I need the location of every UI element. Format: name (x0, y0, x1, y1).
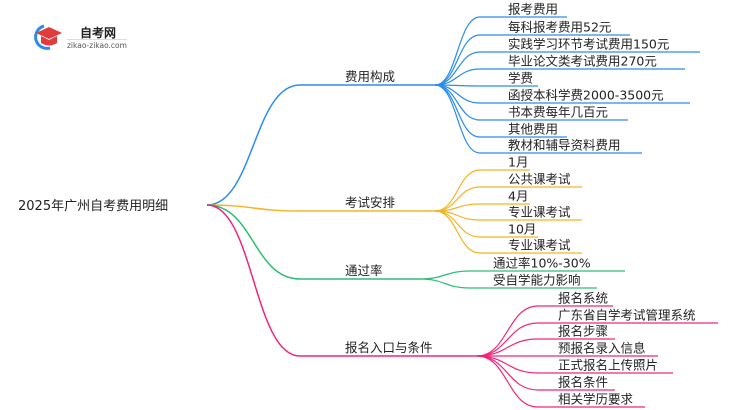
leaf-node[interactable]: 1月 (508, 155, 528, 170)
leaf-node[interactable]: 教材和辅导资料费用 (508, 138, 621, 153)
leaf-node[interactable]: 专业课考试 (508, 205, 571, 220)
connector (419, 278, 471, 289)
branch-node[interactable]: 通过率 (345, 263, 383, 278)
leaf-node[interactable]: 公共课考试 (508, 172, 571, 187)
branch-node[interactable]: 考试安排 (345, 195, 396, 210)
connector (434, 84, 481, 138)
leaf-node[interactable]: 函授本科学费2000-3500元 (508, 88, 664, 103)
leaf-node[interactable]: 实践学习环节考试费用150元 (508, 37, 669, 52)
connector (419, 270, 471, 280)
leaf-node[interactable]: 通过率10%-30% (493, 256, 591, 271)
connector (476, 305, 539, 357)
leaf-node[interactable]: 学费 (508, 71, 533, 86)
leaf-node[interactable]: 每科报考费用52元 (508, 20, 611, 35)
leaf-node[interactable]: 报名系统 (558, 291, 608, 306)
leaf-node[interactable]: 正式报名上传照片 (558, 358, 658, 373)
connector (206, 204, 301, 280)
connector (206, 84, 301, 206)
graduation-cap-icon (34, 24, 62, 50)
leaf-node[interactable]: 4月 (508, 189, 528, 204)
branch-node[interactable]: 费用构成 (345, 69, 395, 84)
connector (476, 355, 539, 408)
connector (434, 16, 481, 86)
leaf-node[interactable]: 毕业论文类考试费用270元 (508, 54, 657, 69)
connector (206, 204, 301, 212)
logo-title: 自考网 (80, 26, 117, 40)
leaf-node[interactable]: 10月 (508, 222, 536, 237)
leaf-node[interactable]: 广东省自学考试管理系统 (558, 308, 696, 323)
connector (476, 355, 539, 374)
connector (434, 84, 481, 154)
logo-url: zikao-zikao.com (67, 39, 127, 50)
leaf-node[interactable]: 受自学能力影响 (493, 273, 581, 288)
root-node[interactable]: 2025年广州自考费用明细 (18, 199, 168, 214)
leaf-node[interactable]: 报名条件 (558, 375, 608, 390)
connector (434, 210, 481, 254)
leaf-node[interactable]: 专业课考试 (508, 238, 571, 253)
branch-node[interactable]: 报名入口与条件 (345, 340, 433, 355)
leaf-node[interactable]: 预报名录入信息 (558, 341, 646, 356)
logo (30, 22, 140, 52)
leaf-node[interactable]: 相关学历要求 (558, 392, 634, 407)
connector (434, 51, 481, 86)
leaf-node[interactable]: 其他费用 (508, 122, 558, 137)
leaf-node[interactable]: 报考费用 (508, 2, 558, 17)
connector (476, 338, 539, 357)
leaf-node[interactable]: 书本费每年几百元 (508, 105, 608, 120)
connector (206, 204, 301, 357)
leaf-node[interactable]: 报名步骤 (558, 324, 608, 339)
